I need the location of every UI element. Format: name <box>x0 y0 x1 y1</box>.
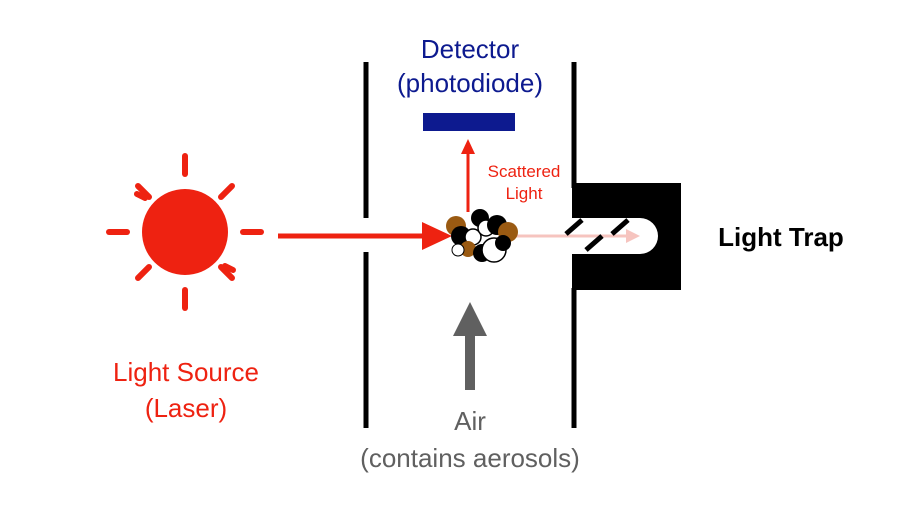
air-title: Air <box>454 406 486 436</box>
light-trap <box>564 183 681 290</box>
detector-title: Detector <box>420 34 520 64</box>
light-trap-label: Light Trap <box>718 222 844 252</box>
particle <box>460 241 476 257</box>
transmitted-beam <box>505 229 640 243</box>
sun-rays <box>106 153 264 311</box>
air-subtitle: (contains aerosols) <box>360 443 580 473</box>
particle <box>495 235 511 251</box>
sun-icon <box>106 153 264 311</box>
light-source-title: Light Source <box>113 357 259 387</box>
photodiode-detector <box>423 113 515 131</box>
sun-disc <box>142 189 228 275</box>
chamber-walls <box>363 62 577 428</box>
scattered-light-arrow <box>461 139 475 212</box>
particle <box>451 243 465 257</box>
trap-baffles <box>564 218 630 252</box>
air-flow-arrow <box>453 302 487 390</box>
aerosol-particles <box>446 209 518 263</box>
scattered-light-label: Light <box>505 184 543 203</box>
laser-beam-arrow <box>278 222 452 250</box>
scattered-label: Scattered <box>487 162 561 181</box>
detector-subtitle: (photodiode) <box>397 68 543 98</box>
light-source-subtitle: (Laser) <box>144 393 228 423</box>
